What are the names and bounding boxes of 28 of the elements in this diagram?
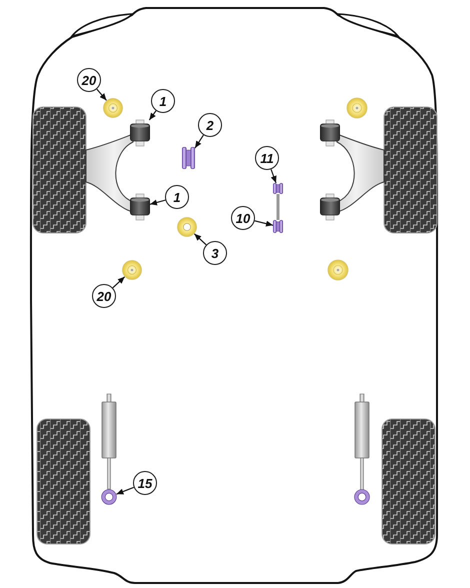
callout-number: 20 <box>92 284 116 308</box>
callout-number: 1 <box>151 89 175 113</box>
callout-number: 11 <box>255 146 279 170</box>
leader-line <box>148 110 156 120</box>
washer-icon <box>103 98 123 118</box>
leader-line <box>254 220 274 227</box>
link-rod <box>276 194 280 220</box>
callout-number: 20 <box>77 68 101 92</box>
leader-line <box>96 88 107 101</box>
bushing-icon <box>182 147 195 169</box>
bushing-icon <box>130 120 150 146</box>
leader-line <box>270 169 277 184</box>
bushing-icon <box>273 183 283 194</box>
bushing-icon <box>130 194 150 220</box>
callout-number: 1 <box>165 185 189 209</box>
callout-number: 2 <box>198 113 222 137</box>
callout-number: 3 <box>203 241 227 265</box>
leader-line <box>194 134 204 148</box>
ring-icon <box>101 489 117 505</box>
callout-number: 10 <box>231 206 255 230</box>
bushing-icon <box>273 220 283 233</box>
callout-number: 15 <box>133 471 157 495</box>
leader-line <box>116 486 134 495</box>
washer-icon <box>122 260 142 280</box>
leader-line <box>112 276 126 288</box>
leader-line <box>194 233 207 246</box>
washer-icon <box>177 217 197 237</box>
leader-line <box>150 200 166 206</box>
